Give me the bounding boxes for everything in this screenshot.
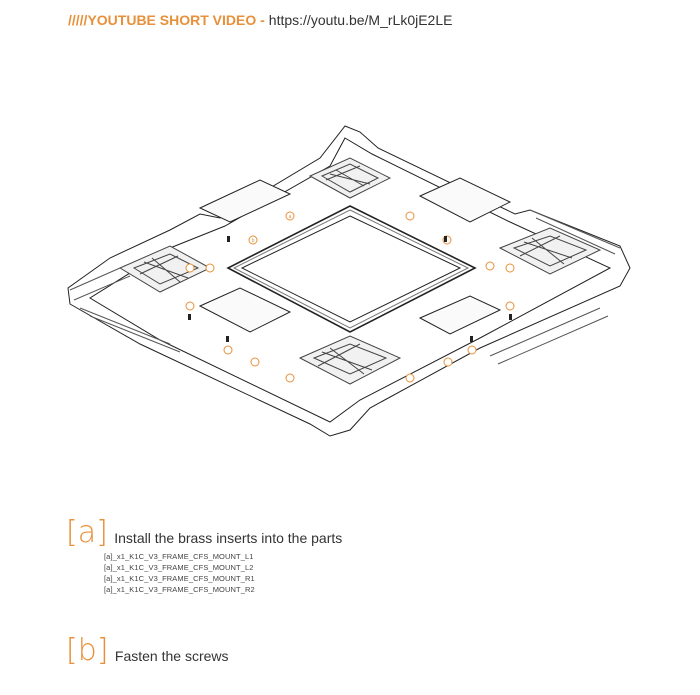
video-link-header: /////YOUTUBE SHORT VIDEO -https://youtu.… [68,12,452,28]
video-url-link[interactable]: https://youtu.be/M_rLk0jE2LE [268,12,453,28]
frame-inner-edge [89,137,612,423]
step-a-title: Install the brass inserts into the parts [114,530,343,546]
mount-plate-tl [198,179,292,223]
mount-plate-bl [198,287,292,333]
callout-b-label: b [252,238,255,244]
rail-right [489,209,621,365]
center-panel [226,205,477,333]
mount-plate-tr [418,177,512,223]
step-b: [b] Fasten the screws [66,636,229,666]
frame-outline [67,125,631,437]
rail-left [69,267,181,353]
step-b-title: Fasten the screws [114,648,229,664]
grid-block-bottom [298,335,402,385]
step-a: [a] Install the brass inserts into the p… [66,518,342,595]
mount-plate-br [418,295,502,335]
step-a-parts: [a]_x1_K1C_V3_FRAME_CFS_MOUNT_L1 [a]_x1_… [104,551,342,595]
video-label: /////YOUTUBE SHORT VIDEO - [68,12,265,28]
grid-block-right [498,227,602,275]
grid-block-left [118,245,212,293]
grid-block-top [308,157,392,199]
part-item: [a]_x1_K1C_V3_FRAME_CFS_MOUNT_L1 [104,552,254,561]
callout-a-label: a [289,214,292,220]
part-item: [a]_x1_K1C_V3_FRAME_CFS_MOUNT_L2 [104,563,254,572]
assembly-drawing: a b [67,125,631,437]
step-b-letter: [b] [66,633,109,668]
part-item: [a]_x1_K1C_V3_FRAME_CFS_MOUNT_R2 [104,585,255,594]
center-panel-inner [240,215,462,323]
screws [188,236,512,342]
part-item: [a]_x1_K1C_V3_FRAME_CFS_MOUNT_R1 [104,574,255,583]
step-a-letter: [a] [66,515,108,550]
center-panel-lip [232,209,470,329]
callout-a-group [185,211,515,383]
